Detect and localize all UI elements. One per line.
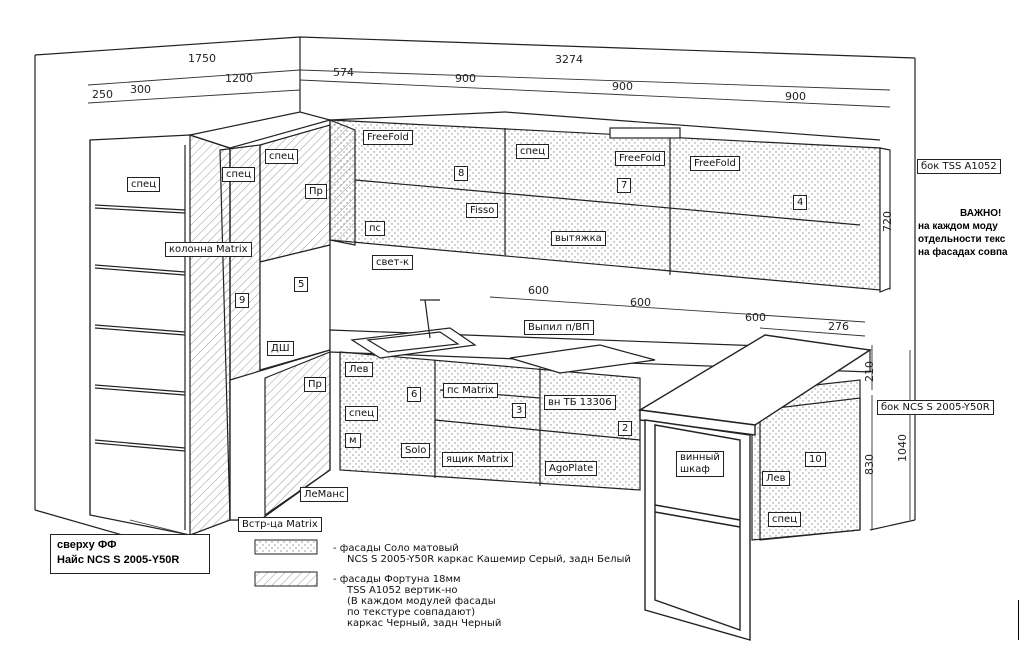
dim-600-c: 600 xyxy=(745,311,766,324)
label-kolonna-matrix: колонна Matrix xyxy=(165,242,252,257)
label-vypil: Выпил п/ВП xyxy=(524,320,594,335)
label-vstr-matrix: Встр-ца Matrix xyxy=(238,517,322,532)
dim-300: 300 xyxy=(130,83,151,96)
important-note-title: ВАЖНО! xyxy=(960,208,1002,219)
dim-210: 210 xyxy=(863,361,876,382)
label-fisso: Fisso xyxy=(466,203,499,218)
label-svet: свет-к xyxy=(372,255,414,270)
dim-1200: 1200 xyxy=(225,72,253,85)
column-matrix xyxy=(187,111,333,521)
label-spec-right: спец xyxy=(768,512,801,527)
label-spec-upper: спец xyxy=(265,149,298,164)
legend-item-2-line-3: (В каждом модулей фасады xyxy=(347,596,496,607)
important-note-line-2: на каждом моду xyxy=(918,221,998,232)
label-freefold-1: FreeFold xyxy=(363,130,413,145)
top-note-line-1: сверху ФФ xyxy=(57,539,117,551)
legend-item-1-line-2: NCS S 2005-Y50R каркас Кашемир Серый, за… xyxy=(347,554,631,565)
dim-900-b: 900 xyxy=(612,80,633,93)
label-pr-lower: Пр xyxy=(304,377,326,392)
label-pr-upper: Пр xyxy=(305,184,327,199)
legend-swatch-dots xyxy=(254,539,318,555)
label-freefold-3: FreeFold xyxy=(690,156,740,171)
label-7: 7 xyxy=(617,178,632,193)
dim-600-a: 600 xyxy=(528,284,549,297)
label-8: 8 xyxy=(454,166,469,181)
label-vn-tb: вн ТБ 13306 xyxy=(544,395,616,410)
sink xyxy=(350,299,477,359)
label-freefold-2: FreeFold xyxy=(615,151,665,166)
dim-900-a: 900 xyxy=(455,72,476,85)
label-vytyazhka: вытяжка xyxy=(551,231,606,246)
dim-600-b: 600 xyxy=(630,296,651,309)
edge-mark xyxy=(1018,600,1019,640)
label-yaschik-matrix: ящик Matrix xyxy=(442,452,513,467)
label-3: 3 xyxy=(512,403,527,418)
label-agoplate: AgoPlate xyxy=(545,461,598,476)
hob xyxy=(509,344,656,374)
legend-item-2-line-4: по текстуре совпадают) xyxy=(347,607,476,618)
label-spec-mid: спец xyxy=(516,144,549,159)
important-note-line-4: на фасадах совпа xyxy=(918,247,1008,258)
label-dsh: ДШ xyxy=(267,341,294,356)
label-spec-matrix: спец xyxy=(222,167,255,182)
important-note-line-3: отдельности текс xyxy=(918,234,1006,245)
top-note-line-2: Найс NCS S 2005-Y50R xyxy=(57,554,180,566)
legend-item-2: - фасады Фортуна 18мм TSS A1052 вертик-н… xyxy=(333,574,501,629)
legend-item-2-line-1: - фасады Фортуна 18мм xyxy=(333,574,461,585)
dim-276: 276 xyxy=(828,320,849,333)
dim-1040: 1040 xyxy=(896,434,909,462)
label-2: 2 xyxy=(618,421,633,436)
legend-item-2-line-5: каркас Черный, задн Черный xyxy=(347,618,502,629)
dimension-lines xyxy=(87,69,911,530)
dim-1750: 1750 xyxy=(188,52,216,65)
walls xyxy=(34,36,916,541)
label-vinny-shkaf: винный шкаф xyxy=(676,451,724,477)
label-bok-tss: бок TSS A1052 xyxy=(917,159,1001,174)
legend-swatch-hatch xyxy=(254,571,318,587)
label-solo: Solo xyxy=(401,443,431,458)
dim-250: 250 xyxy=(92,88,113,101)
label-m: м xyxy=(345,433,361,448)
label-spec-column: спец xyxy=(127,177,160,192)
dim-830: 830 xyxy=(863,454,876,475)
dim-574: 574 xyxy=(333,66,354,79)
label-lev-left: Лев xyxy=(345,362,373,377)
label-9: 9 xyxy=(235,293,250,308)
label-6: 6 xyxy=(407,387,422,402)
dim-720: 720 xyxy=(881,211,894,232)
label-10: 10 xyxy=(805,452,826,467)
label-lev-right: Лев xyxy=(762,471,790,486)
label-pc: пс xyxy=(365,221,386,236)
important-note: ВАЖНО! на каждом моду отдельности текс н… xyxy=(918,207,1025,259)
label-pc-matrix: пс Matrix xyxy=(443,383,498,398)
dim-3274: 3274 xyxy=(555,53,583,66)
legend-item-1-line-1: - фасады Соло матовый xyxy=(333,543,459,554)
dim-900-c: 900 xyxy=(785,90,806,103)
legend-item-2-line-2: TSS A1052 вертик-но xyxy=(347,585,458,596)
upper-cabinets xyxy=(329,111,891,293)
label-spec-base: спец xyxy=(345,406,378,421)
tall-column xyxy=(89,134,231,536)
label-4: 4 xyxy=(793,195,808,210)
top-facade-note: сверху ФФ Найс NCS S 2005-Y50R xyxy=(50,534,210,574)
legend-item-1: - фасады Соло матовый NCS S 2005-Y50R ка… xyxy=(333,543,631,565)
label-5: 5 xyxy=(294,277,309,292)
label-lemans: ЛеМанс xyxy=(300,487,349,502)
label-bok-ncs: бок NCS S 2005-Y50R xyxy=(877,400,994,415)
